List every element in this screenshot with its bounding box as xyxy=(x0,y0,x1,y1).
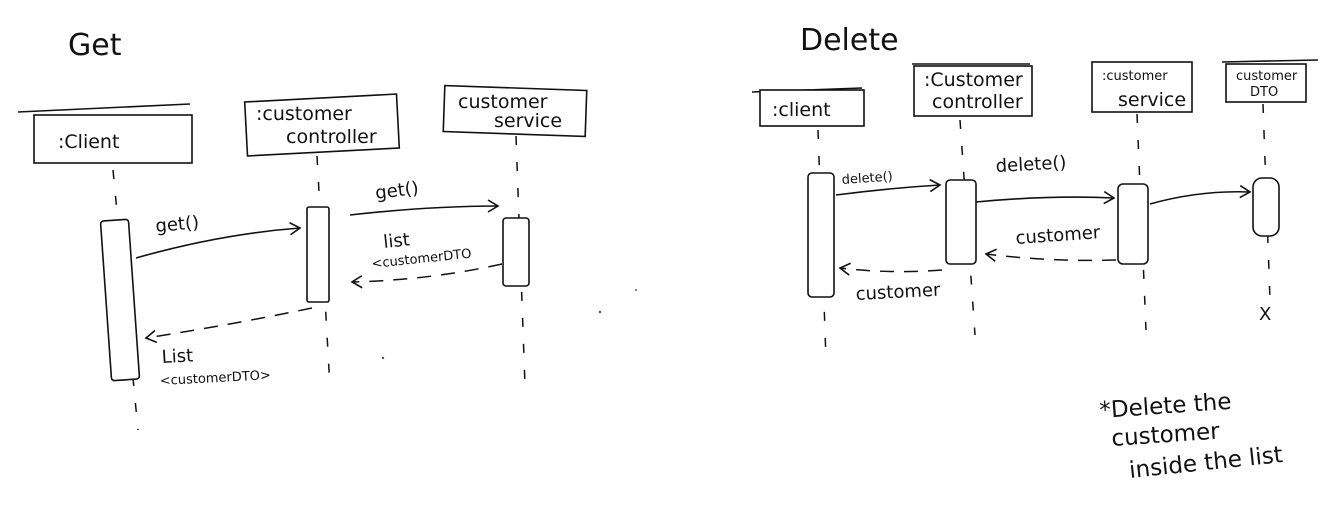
get-call-controller-to-service xyxy=(349,199,500,216)
get-sequence-diagram: Get :Client :customer controller custome… xyxy=(17,28,637,431)
get-client-participant: :Client xyxy=(17,103,193,164)
delete-service-box xyxy=(1091,61,1193,113)
delete-controller-label-line1: :Customer xyxy=(924,69,1023,91)
get-return-1-label-line1: list xyxy=(382,229,410,253)
delete-call-service-to-dto xyxy=(1149,184,1252,205)
delete-client-label: :client xyxy=(772,99,831,121)
get-client-activation xyxy=(99,218,141,382)
delete-call-2-label: delete() xyxy=(995,152,1067,177)
get-diagram-title: Get xyxy=(68,28,122,63)
delete-service-activation xyxy=(1117,183,1149,265)
delete-dto-box xyxy=(1225,63,1307,103)
delete-dto-participant: customer DTO xyxy=(1221,59,1319,103)
delete-dto-label-line2: DTO xyxy=(1250,85,1278,100)
delete-call-1-label: delete() xyxy=(841,169,893,188)
delete-sequence-diagram: Delete :client :Customer controller :cus… xyxy=(751,23,1319,484)
get-client-label: :Client xyxy=(58,131,119,153)
get-controller-label-line2: controller xyxy=(286,126,377,148)
delete-client-participant: :client xyxy=(751,87,865,127)
get-return-service-to-controller xyxy=(350,263,503,289)
delete-controller-participant: :Customer controller xyxy=(912,63,1033,117)
get-service-participant: customer service xyxy=(442,84,588,138)
delete-controller-activation xyxy=(945,179,977,265)
get-service-box xyxy=(442,84,588,138)
get-return-2-label-line2: <customerDTO> xyxy=(159,368,271,389)
delete-note-line2: customer xyxy=(1111,418,1221,452)
get-controller-participant: :customer controller xyxy=(243,93,401,157)
stray-dot xyxy=(381,356,385,360)
get-call-1-label: get() xyxy=(155,212,200,237)
delete-return-2-label: customer xyxy=(855,280,941,305)
get-service-label-line2: service xyxy=(494,110,562,132)
delete-service-participant: :customer service xyxy=(1091,61,1193,113)
get-controller-label-line1: :customer xyxy=(256,103,352,125)
get-call-client-to-controller xyxy=(135,222,302,259)
delete-client-box xyxy=(759,89,865,127)
delete-dto-activation xyxy=(1252,177,1280,237)
get-return-controller-to-client xyxy=(144,307,313,344)
delete-controller-label-line2: controller xyxy=(932,91,1023,113)
delete-controller-box xyxy=(913,65,1033,117)
stray-dot xyxy=(635,289,637,291)
get-call-2-label: get() xyxy=(374,178,420,204)
delete-dto-lifeline xyxy=(1262,103,1271,301)
get-controller-activation xyxy=(306,206,330,303)
delete-return-controller-to-client xyxy=(838,262,943,276)
get-client-box xyxy=(33,114,193,164)
delete-dto-box-top-stroke xyxy=(1221,59,1319,63)
delete-client-activation xyxy=(807,172,835,298)
delete-dto-destroy-mark: X xyxy=(1259,304,1271,325)
delete-note: *Delete the customer inside the list xyxy=(1099,389,1284,484)
delete-call-client-to-controller xyxy=(835,178,942,196)
delete-call-controller-to-service xyxy=(975,190,1116,205)
get-service-activation xyxy=(502,217,530,287)
delete-service-label-line2: service xyxy=(1118,89,1186,111)
delete-return-1-label: customer xyxy=(1015,222,1102,249)
delete-dto-label-line1: customer xyxy=(1236,69,1298,84)
get-client-box-top-stroke xyxy=(17,103,191,113)
delete-return-service-to-controller xyxy=(984,248,1117,262)
get-return-2-label-line1: List xyxy=(161,345,194,368)
delete-diagram-title: Delete xyxy=(800,23,899,58)
stray-dot xyxy=(598,310,602,314)
get-service-label-line1: customer xyxy=(458,91,548,113)
delete-service-label-line1: :customer xyxy=(1102,69,1168,84)
get-controller-box xyxy=(243,93,401,157)
